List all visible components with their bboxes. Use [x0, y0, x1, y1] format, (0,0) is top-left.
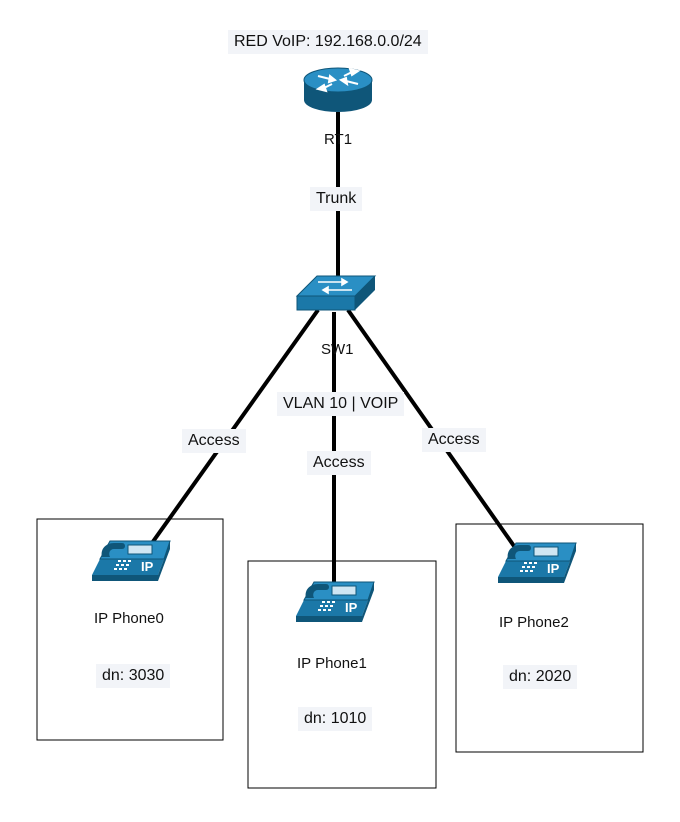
phone2-box [455, 523, 644, 753]
ip-phone1-icon[interactable]: IP [296, 581, 375, 622]
svg-text:IP: IP [547, 561, 560, 576]
phone1-dn: dn: 1010 [298, 707, 373, 731]
trunk-link-label: Trunk [310, 187, 363, 211]
switch-icon[interactable] [295, 275, 377, 311]
access-link-label-phone0: Access [182, 429, 246, 453]
phone2-name: IP Phone2 [499, 614, 569, 631]
router-name: RT1 [324, 131, 353, 148]
phone1-name: IP Phone1 [297, 655, 367, 672]
phone0-name: IP Phone0 [94, 610, 164, 627]
router-icon[interactable] [303, 67, 373, 112]
phone2-dn: dn: 2020 [503, 665, 578, 689]
vlan-label: VLAN 10 | VOIP [277, 392, 405, 416]
access-link-label-phone1: Access [307, 451, 371, 475]
network-label: RED VoIP: 192.168.0.0/24 [228, 30, 428, 54]
phone1-box [247, 560, 437, 789]
access-link-label-phone2: Access [422, 428, 486, 452]
ip-phone2-icon[interactable]: IP [498, 542, 577, 583]
svg-text:IP: IP [345, 600, 358, 615]
ip-phone0-icon[interactable]: IP [92, 540, 171, 581]
switch-name: SW1 [321, 341, 354, 358]
svg-text:IP: IP [141, 559, 154, 574]
phone0-dn: dn: 3030 [96, 664, 171, 688]
phone0-box [36, 518, 224, 741]
